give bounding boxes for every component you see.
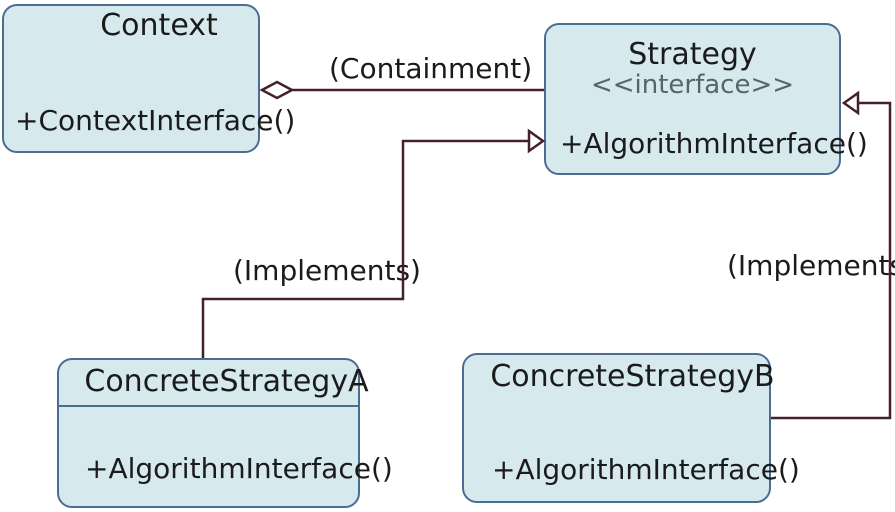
aggregation-diamond-icon: [259, 80, 295, 100]
compartment-divider: [59, 405, 358, 407]
realization-edge-implements-a: [201, 139, 529, 358]
class-box-concrete-strategy-b: ConcreteStrategyB +AlgorithmInterface(): [462, 353, 800, 503]
class-box-context: Context +ContextInterface(): [2, 4, 295, 153]
hollow-triangle-arrowhead-icon: [841, 90, 860, 116]
class-title-concrete-strategy-a: ConcreteStrategyA: [84, 364, 369, 399]
class-method-algorithm-interface-b: +AlgorithmInterface(): [492, 453, 800, 486]
edge-label-implements-b: (Implements): [727, 249, 895, 282]
class-method-algorithm-interface-a: +AlgorithmInterface(): [85, 452, 393, 485]
stereotype-interface: <<interface>>: [590, 69, 795, 100]
class-title-context: Context: [100, 8, 218, 43]
edge-label-containment: (Containment): [329, 52, 533, 85]
class-box-strategy: Strategy <<interface>> +AlgorithmInterfa…: [544, 23, 868, 175]
class-title-strategy: Strategy: [628, 37, 757, 72]
hollow-triangle-arrowhead-icon: [527, 128, 546, 154]
class-title-concrete-strategy-b: ConcreteStrategyB: [490, 359, 775, 394]
edge-label-implements-a: (Implements): [233, 254, 421, 287]
class-method-algorithm-interface: +AlgorithmInterface(): [560, 127, 868, 160]
class-method-context-interface: +ContextInterface(): [15, 104, 296, 137]
class-box-concrete-strategy-a: ConcreteStrategyA +AlgorithmInterface(): [57, 358, 393, 508]
